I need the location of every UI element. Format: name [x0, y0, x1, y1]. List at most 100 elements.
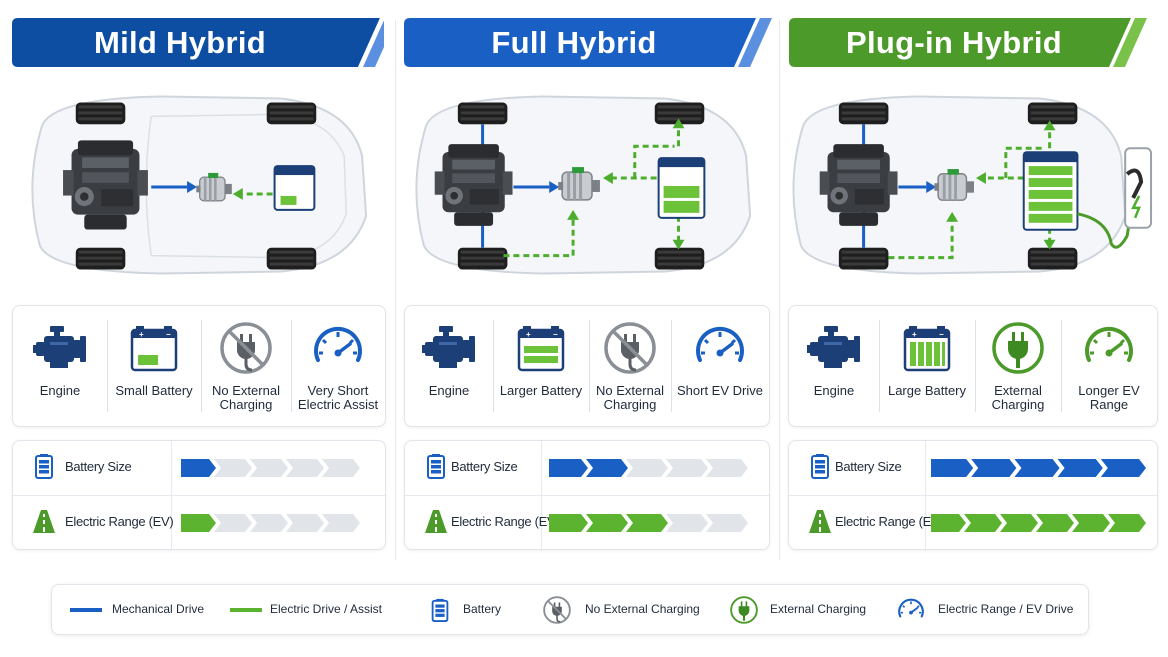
electric-range-label: Electric Range (EV): [835, 514, 944, 529]
meter-segment: [706, 459, 748, 477]
battery-icon: [807, 453, 833, 479]
battery-size-label: Battery Size: [451, 459, 518, 474]
meter-segment: [250, 514, 288, 532]
panel-title: Full Hybrid: [491, 25, 657, 60]
meter-segment: [1057, 459, 1103, 477]
battery-size-row: Battery Size: [13, 441, 385, 495]
meter-segment: [549, 459, 588, 477]
feature-label: Large Battery: [887, 383, 967, 398]
meter-segment: [931, 514, 966, 532]
meter-segment: [666, 514, 708, 532]
meter-segment: [181, 459, 216, 477]
electric-range-row: Electric Range (EV): [405, 495, 769, 550]
feature-label: Engine: [39, 383, 81, 398]
feature-item: Engine: [13, 306, 107, 426]
level-card: Battery Size Electric Range (EV): [788, 440, 1158, 550]
panel-divider: [779, 20, 780, 560]
gauge-icon: [896, 595, 926, 625]
plug-icon: [990, 320, 1046, 376]
feature-item: Small Battery: [107, 306, 201, 426]
feature-label: No External Charging: [596, 383, 664, 412]
gauge-icon: [692, 320, 748, 376]
legend-label: Battery: [463, 602, 502, 616]
meter-segment: [1014, 459, 1060, 477]
feature-label: No External Charging: [212, 383, 280, 412]
panel-title: Plug-in Hybrid: [845, 25, 1063, 60]
legend-item: External Charging: [729, 585, 869, 634]
legend-label: Mechanical Drive: [112, 602, 205, 616]
engine-icon: [807, 326, 860, 368]
features-card: Engine Large Battery External Charging L…: [788, 305, 1158, 427]
electric-range-label: Electric Range (EV): [451, 514, 560, 529]
battery-icon: [423, 453, 449, 479]
legend-label: External Charging: [770, 602, 867, 616]
meter-segment: [1000, 514, 1038, 532]
legend-label: No External Charging: [585, 602, 700, 616]
level-card: Battery Size Electric Range (EV): [12, 440, 386, 550]
legend-label: Electric Range / EV Drive: [938, 602, 1074, 616]
meter-segment: [549, 514, 588, 532]
green-line-icon: [230, 607, 262, 612]
meter-segment: [586, 459, 628, 477]
feature-label: Larger Battery: [499, 383, 583, 398]
feature-label: External Charging: [991, 383, 1045, 412]
feature-label: Very Short Electric Assist: [297, 383, 379, 412]
meter-segment: [1072, 514, 1110, 532]
meter-segment: [286, 514, 324, 532]
legend-item: Battery: [428, 585, 518, 634]
meter-segment: [181, 514, 216, 532]
meter-segment: [626, 514, 668, 532]
meter-segment: [964, 514, 1002, 532]
legend-label: Electric Drive / Assist: [270, 602, 383, 616]
car-diagram: [792, 95, 1153, 275]
panel-title: Mild Hybrid: [93, 25, 267, 60]
feature-label: Engine: [428, 383, 470, 398]
battery-icon: [428, 595, 452, 625]
electric-range-meter: [181, 514, 360, 532]
battery-size-row: Battery Size: [405, 441, 769, 495]
feature-label: Small Battery: [115, 383, 193, 398]
legend: Mechanical Drive Electric Drive / Assist…: [51, 584, 1089, 635]
panel-banner: Mild Hybrid: [12, 18, 384, 67]
meter-segment: [214, 459, 252, 477]
meter-segment: [286, 459, 324, 477]
meter-segment: [626, 459, 668, 477]
battery-size-meter: [931, 459, 1146, 477]
electric-range-row: Electric Range (EV): [13, 495, 385, 550]
meter-segment: [1100, 459, 1146, 477]
meter-segment: [971, 459, 1017, 477]
engine-icon: [33, 326, 86, 368]
features-card: Engine Small Battery No External Chargin…: [12, 305, 386, 427]
meter-segment: [931, 459, 974, 477]
feature-item: No External Charging: [589, 306, 671, 426]
feature-item: No External Charging: [201, 306, 291, 426]
battery-size-meter: [181, 459, 360, 477]
feature-item: Longer EV Range: [1061, 306, 1157, 426]
meter-segment: [322, 514, 360, 532]
larger-battery-icon: [513, 320, 569, 376]
panel-banner: Full Hybrid: [404, 18, 774, 67]
meter-segment: [322, 459, 360, 477]
plug-icon: [729, 595, 759, 625]
panel-banner: Plug-in Hybrid: [789, 18, 1159, 67]
battery-icon: [31, 453, 57, 479]
meter-segment: [214, 514, 252, 532]
battery-size-label: Battery Size: [65, 459, 132, 474]
feature-item: Larger Battery: [493, 306, 589, 426]
meter-segment: [586, 514, 628, 532]
features-card: Engine Larger Battery No External Chargi…: [404, 305, 770, 427]
engine-icon: [422, 326, 475, 368]
feature-label: Short EV Drive: [677, 383, 763, 398]
feature-item: External Charging: [975, 306, 1061, 426]
feature-label: Engine: [813, 383, 855, 398]
car-diagram: [31, 95, 368, 275]
electric-range-label: Electric Range (EV): [65, 514, 174, 529]
battery-size-meter: [549, 459, 748, 477]
meter-segment: [250, 459, 288, 477]
meter-segment: [706, 514, 748, 532]
legend-item: No External Charging: [542, 585, 702, 634]
feature-item: Engine: [789, 306, 879, 426]
no-plug-icon: [218, 320, 274, 376]
gauge-icon: [310, 320, 366, 376]
small-battery-icon: [126, 320, 182, 376]
